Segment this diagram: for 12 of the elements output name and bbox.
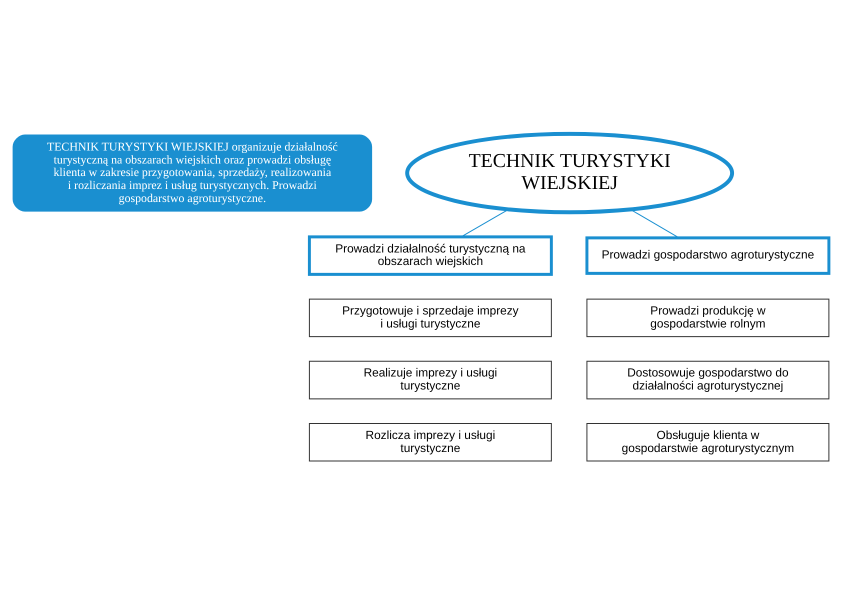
node-box: TECHNIK TURYSTYKI WIEJSKIEJ organizuje działalność turystyczną na obszarach wiejskich oraz prowadzi obsługę klienta w zakresie przygotowania, sprzedaży, realizowania i rozliczania imprez i usług turystycznych. Prowadzi gospodarstwo agroturystyczne. [12, 134, 372, 212]
connector [460, 208, 510, 238]
node-box: Realizuje imprezy i usługi turystyczne [308, 360, 552, 400]
node-box: Rozlicza imprezy i usługi turystyczne [308, 423, 552, 462]
node-box: Obsługuje klienta w gospodarstwie agroturystycznym [586, 423, 830, 462]
node-box: Prowadzi gospodarstwo agroturystyczne [585, 236, 830, 275]
node-box: Dostosowuje gospodarstwo do działalności agroturystycznej [586, 360, 830, 400]
node-box: Prowadzi produkcję w gospodarstwie rolnym [586, 298, 830, 338]
node-box: Prowadzi działalność turystyczną na obszarach wiejskich [308, 235, 553, 276]
node-ellipse: TECHNIK TURYSTYKI WIEJSKIEJ [405, 132, 734, 214]
connector [630, 208, 680, 238]
node-box: Przygotowuje i sprzedaje imprezy i usługi turystyczne [308, 298, 552, 338]
